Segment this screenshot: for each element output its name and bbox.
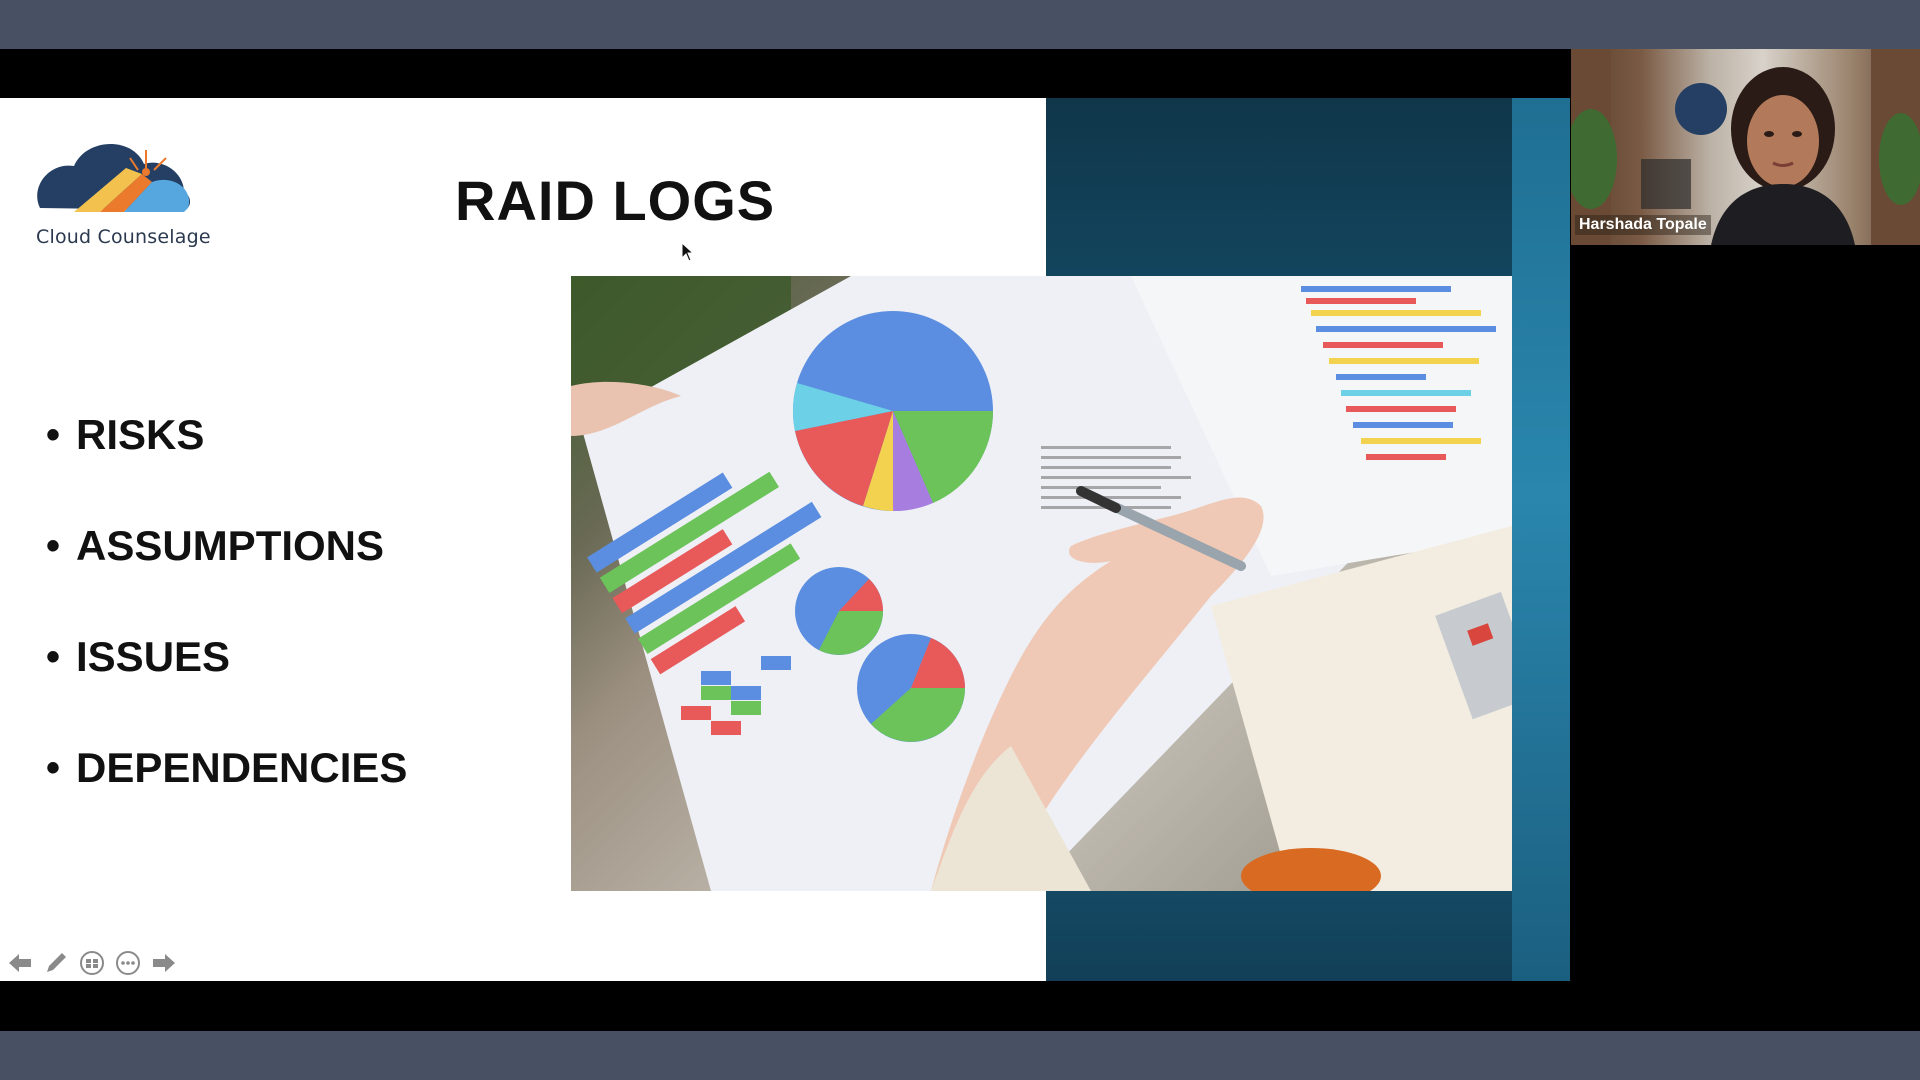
meeting-top-bar — [0, 0, 1920, 49]
previous-slide-button[interactable] — [6, 949, 34, 977]
arrow-left-icon — [9, 954, 31, 972]
slides-grid-icon — [80, 951, 104, 975]
video-feed — [1571, 49, 1920, 245]
pen-icon — [47, 953, 66, 972]
bullet-item: RISKS — [46, 410, 407, 521]
next-slide-button[interactable] — [150, 949, 178, 977]
see-all-slides-button[interactable] — [78, 949, 106, 977]
bullet-item: DEPENDENCIES — [46, 743, 407, 854]
more-options-icon — [116, 951, 140, 975]
logo-text: Cloud Counselage — [36, 226, 211, 248]
presentation-slide: Cloud Counselage RAID LOGS RISKS ASSUMPT… — [0, 98, 1570, 981]
slide-navigation-controls — [6, 948, 178, 978]
bullet-item: ISSUES — [46, 632, 407, 743]
participant-video-tile[interactable]: Harshada Topale — [1571, 49, 1920, 245]
slide-title: RAID LOGS — [455, 169, 776, 232]
participant-name-label: Harshada Topale — [1575, 215, 1711, 235]
cloud-logo-icon — [37, 143, 191, 212]
photo-illustration — [571, 276, 1512, 891]
charts-analysis-photo — [571, 276, 1512, 891]
more-options-button[interactable] — [114, 949, 142, 977]
bullet-list: RISKS ASSUMPTIONS ISSUES DEPENDENCIES — [46, 410, 407, 854]
meeting-bottom-bar — [0, 1031, 1920, 1080]
slide-right-stripe — [1512, 98, 1570, 981]
mouse-cursor-icon — [681, 242, 695, 262]
cloud-counselage-logo: Cloud Counselage — [34, 128, 211, 258]
arrow-right-icon — [153, 954, 175, 972]
bullet-item: ASSUMPTIONS — [46, 521, 407, 632]
pen-tool-button[interactable] — [42, 949, 70, 977]
